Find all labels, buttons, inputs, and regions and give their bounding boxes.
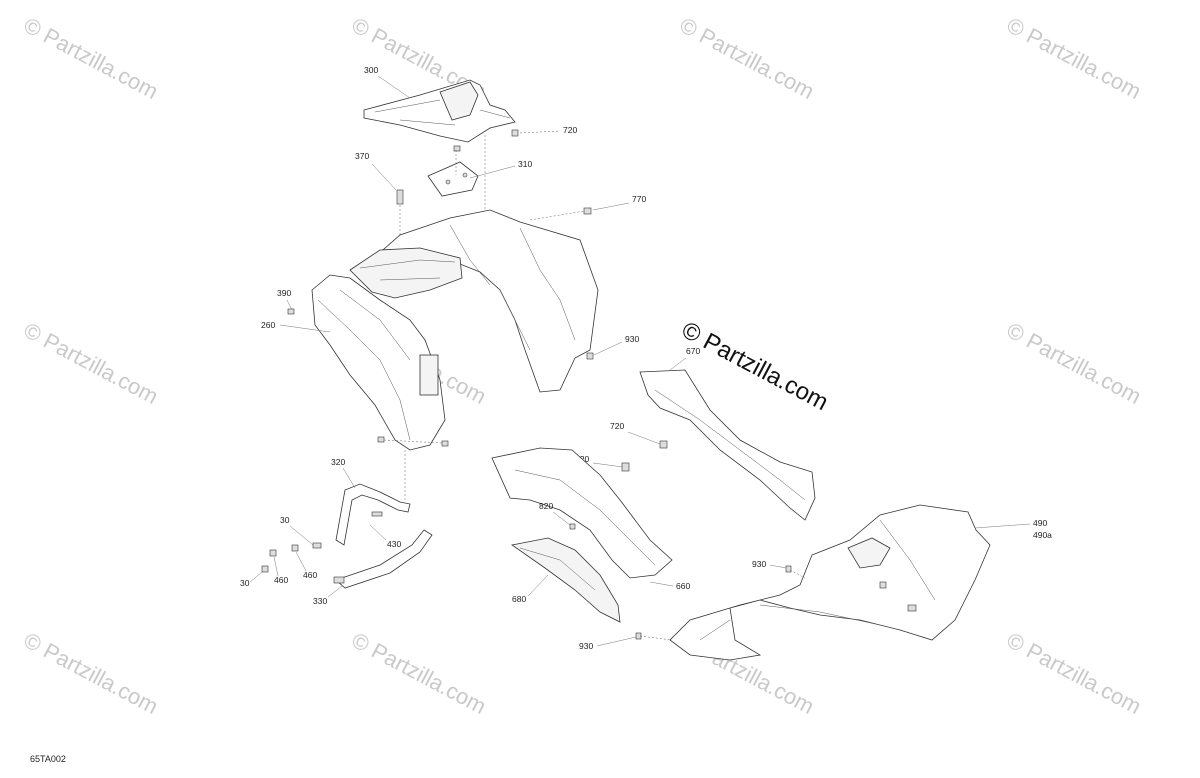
callout-720b: 720 — [610, 421, 668, 449]
svg-text:430: 430 — [387, 539, 401, 549]
callout-460a: 460 — [295, 551, 317, 580]
part-490-rear-panel — [669, 504, 991, 661]
svg-text:260: 260 — [261, 320, 275, 330]
diagram-code: 65TA002 — [30, 754, 66, 764]
svg-text:320: 320 — [331, 457, 345, 467]
callout-680: 680 — [512, 574, 549, 604]
svg-text:390: 390 — [277, 288, 291, 298]
svg-text:30: 30 — [240, 578, 250, 588]
svg-text:930: 930 — [579, 641, 593, 651]
svg-text:30: 30 — [280, 515, 290, 525]
svg-text:490a: 490a — [1033, 530, 1052, 540]
watermark: © Partzilla.com — [1003, 317, 1146, 409]
svg-text:370: 370 — [355, 151, 369, 161]
svg-text:770: 770 — [632, 194, 646, 204]
svg-text:720: 720 — [610, 421, 624, 431]
callout-330: 330 — [313, 585, 343, 606]
hardware-460 — [261, 544, 299, 573]
callout-670: 670 — [669, 346, 700, 371]
svg-text:300: 300 — [364, 65, 378, 75]
part-260-side-panel — [311, 274, 446, 451]
callout-820: 820 — [539, 501, 576, 530]
watermark: © Partzilla.com — [20, 627, 163, 719]
part-320-support — [335, 483, 411, 546]
callout-660: 660 — [649, 581, 690, 591]
watermark: © Partzilla.com — [1003, 12, 1146, 104]
watermark: © Partzilla.com — [348, 627, 491, 719]
callout-390: 390 — [277, 288, 295, 315]
part-310-bracket — [427, 135, 486, 230]
callout-320: 320 — [331, 457, 356, 489]
svg-text:490: 490 — [1033, 518, 1047, 528]
watermark: © Partzilla.com — [20, 12, 163, 104]
watermark: © Partzilla.com — [676, 12, 819, 104]
callout-260: 260 — [261, 320, 331, 333]
watermark: © Partzilla.com — [20, 317, 163, 409]
part-330-lower-bracket — [333, 529, 433, 589]
callout-310: 310 — [469, 159, 532, 179]
svg-text:820: 820 — [539, 501, 553, 511]
callout-300: 300 — [364, 65, 411, 99]
callout-930c: 930 — [579, 632, 673, 651]
part-fascia — [349, 209, 599, 393]
callout-770: 770 — [529, 194, 646, 221]
svg-text:720: 720 — [563, 125, 577, 135]
part-680-side-panel — [510, 537, 621, 623]
callout-490: 490 490a — [974, 518, 1052, 540]
svg-text:460: 460 — [303, 570, 317, 580]
callout-30a: 30 — [280, 515, 322, 549]
part-670-trim — [639, 369, 816, 521]
svg-text:930: 930 — [752, 559, 766, 569]
watermark-grid: © Partzilla.com © Partzilla.com © Partzi… — [20, 12, 1146, 719]
part-300-pod — [363, 79, 516, 152]
callout-430: 430 — [369, 524, 401, 549]
callout-30b: 30 — [240, 571, 263, 588]
svg-text:680: 680 — [512, 594, 526, 604]
svg-text:660: 660 — [676, 581, 690, 591]
hardware-bottom-fascia — [377, 436, 449, 500]
svg-text:460: 460 — [274, 575, 288, 585]
callout-930b: 930 — [752, 559, 806, 579]
part-660-side-panel — [491, 447, 673, 579]
callout-930a: 930 — [586, 334, 639, 360]
svg-text:930: 930 — [625, 334, 639, 344]
watermark: © Partzilla.com — [1003, 627, 1146, 719]
svg-text:330: 330 — [313, 596, 327, 606]
svg-text:310: 310 — [518, 159, 532, 169]
callout-720a: 720 — [511, 125, 577, 137]
svg-text:670: 670 — [686, 346, 700, 356]
callout-460b: 460 — [273, 556, 288, 585]
